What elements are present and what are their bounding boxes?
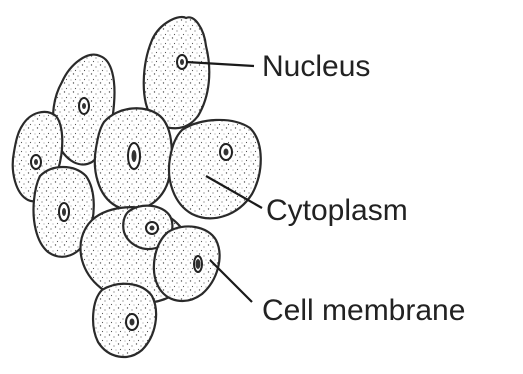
nucleus xyxy=(180,59,184,65)
cell-membrane-leader-line xyxy=(210,260,252,302)
cytoplasm-label: Cytoplasm xyxy=(266,194,408,227)
labels: Nucleus Cytoplasm Cell membrane xyxy=(262,50,465,327)
nucleus xyxy=(150,226,155,231)
nucleus xyxy=(224,149,229,156)
nucleus-label: Nucleus xyxy=(262,50,370,83)
nucleus xyxy=(34,159,38,165)
nucleus xyxy=(130,319,135,326)
cell xyxy=(169,120,261,218)
cell xyxy=(154,226,220,301)
nucleus xyxy=(62,208,66,216)
nucleus xyxy=(196,259,201,269)
cell xyxy=(93,284,156,357)
nucleus xyxy=(82,103,86,109)
cell-membrane-label: Cell membrane xyxy=(262,294,465,327)
nucleus xyxy=(132,150,137,162)
